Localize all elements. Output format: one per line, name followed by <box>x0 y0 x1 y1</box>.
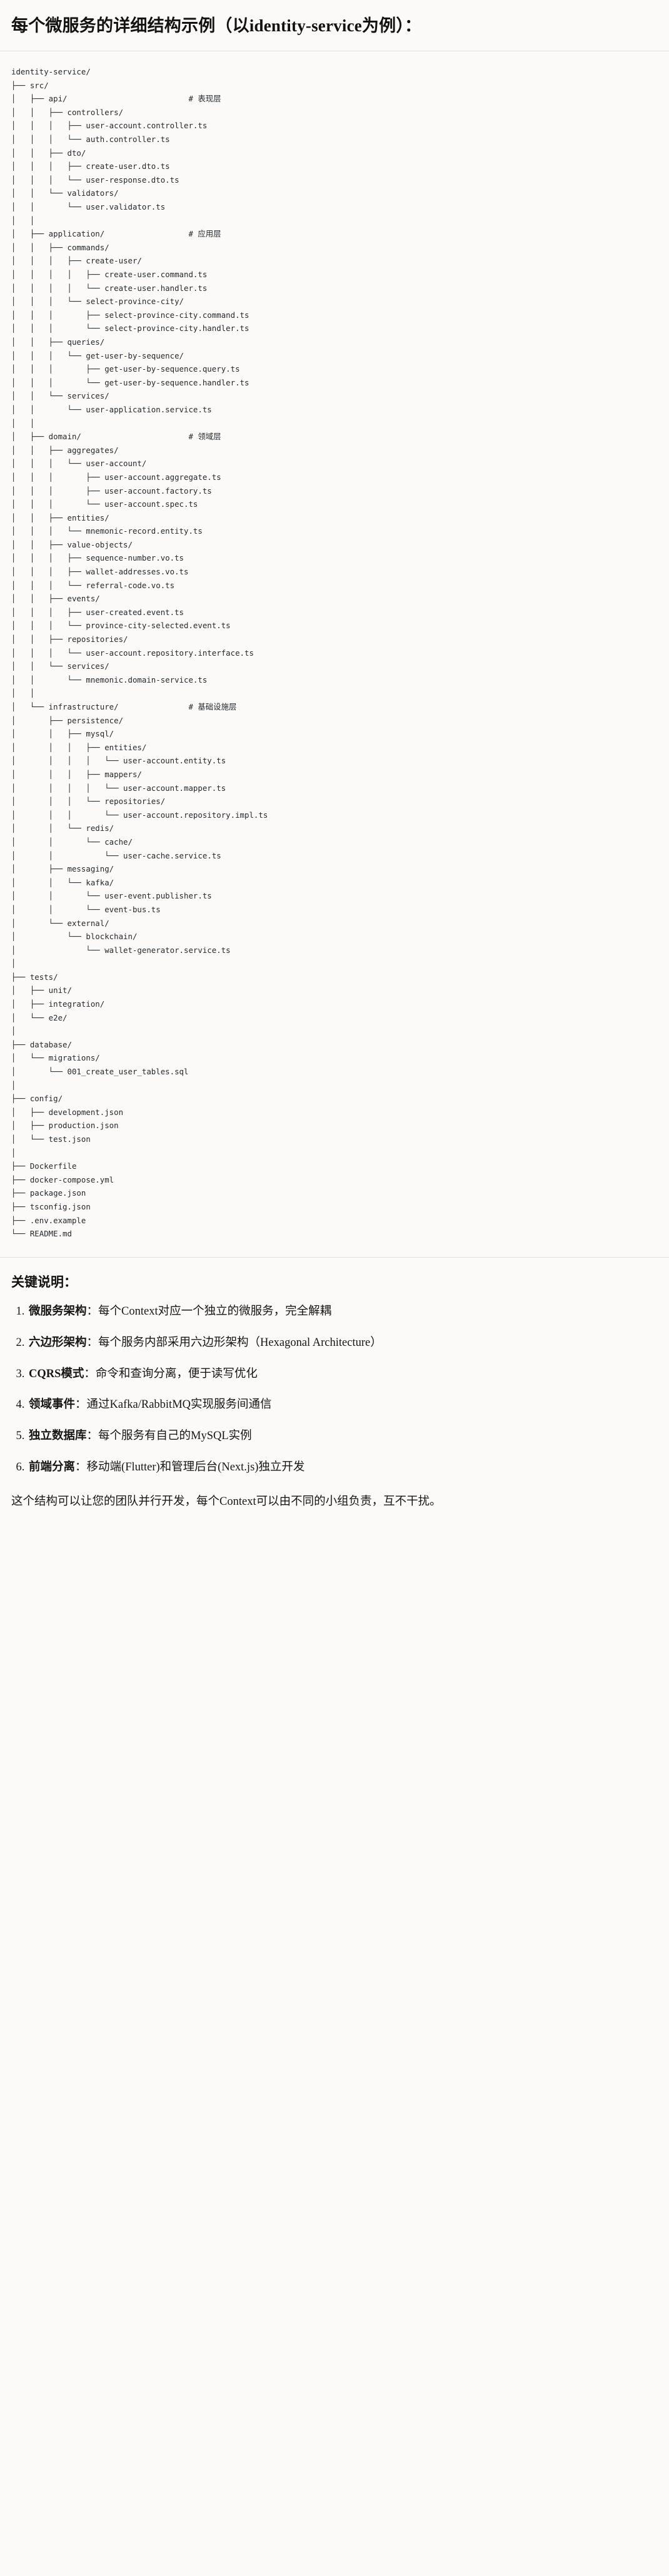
key-note-separator: ： <box>86 1305 99 1318</box>
key-note-item: 独立数据库：每个服务有自己的MySQL实例 <box>28 1428 658 1445</box>
key-note-description: 每个服务内部采用六边形架构（Hexagonal Architecture） <box>98 1336 382 1349</box>
key-note-term: 微服务架构 <box>29 1305 87 1318</box>
key-note-item: 微服务架构：每个Context对应一个独立的微服务，完全解耦 <box>28 1303 658 1321</box>
directory-tree-section: identity-service/ ├── src/ │ ├── api/ # … <box>0 51 669 1258</box>
key-note-item: 六边形架构：每个服务内部采用六边形架构（Hexagonal Architectu… <box>28 1335 658 1352</box>
key-note-description: 每个Context对应一个独立的微服务，完全解耦 <box>98 1305 332 1318</box>
key-note-description: 每个服务有自己的MySQL实例 <box>98 1430 252 1443</box>
key-note-item: 前端分离：移动端(Flutter)和管理后台(Next.js)独立开发 <box>28 1459 658 1477</box>
key-notes-list: 微服务架构：每个Context对应一个独立的微服务，完全解耦六边形架构：每个服务… <box>11 1303 658 1477</box>
key-note-term: 领域事件 <box>29 1398 76 1412</box>
key-notes-section: 关键说明： 微服务架构：每个Context对应一个独立的微服务，完全解耦六边形架… <box>0 1257 669 1530</box>
key-note-separator: ： <box>84 1367 96 1380</box>
key-note-description: 命令和查询分离，便于读写优化 <box>95 1367 258 1380</box>
page-root: 每个微服务的详细结构示例（以identity-service为例）： ident… <box>0 0 669 1530</box>
key-note-separator: ： <box>86 1336 99 1349</box>
key-note-term: 前端分离 <box>29 1460 76 1474</box>
key-note-separator: ： <box>75 1398 87 1412</box>
page-title: 每个微服务的详细结构示例（以identity-service为例）： <box>11 16 422 35</box>
key-note-term: 六边形架构 <box>29 1336 87 1349</box>
key-note-separator: ： <box>86 1430 99 1443</box>
key-note-term: 独立数据库 <box>29 1430 87 1443</box>
closing-note: 这个结构可以让您的团队并行开发，每个Context可以由不同的小组负责，互不干扰… <box>11 1495 441 1508</box>
heading-section: 每个微服务的详细结构示例（以identity-service为例）： <box>0 0 669 52</box>
directory-tree: identity-service/ ├── src/ │ ├── api/ # … <box>11 67 268 1239</box>
key-note-separator: ： <box>75 1460 87 1474</box>
key-note-description: 移动端(Flutter)和管理后台(Next.js)独立开发 <box>86 1460 305 1474</box>
key-note-item: 领域事件：通过Kafka/RabbitMQ实现服务间通信 <box>28 1397 658 1414</box>
key-notes-title: 关键说明： <box>11 1274 77 1290</box>
key-note-item: CQRS模式：命令和查询分离，便于读写优化 <box>28 1366 658 1383</box>
key-note-description: 通过Kafka/RabbitMQ实现服务间通信 <box>86 1398 272 1412</box>
key-note-term: CQRS模式 <box>29 1367 84 1380</box>
